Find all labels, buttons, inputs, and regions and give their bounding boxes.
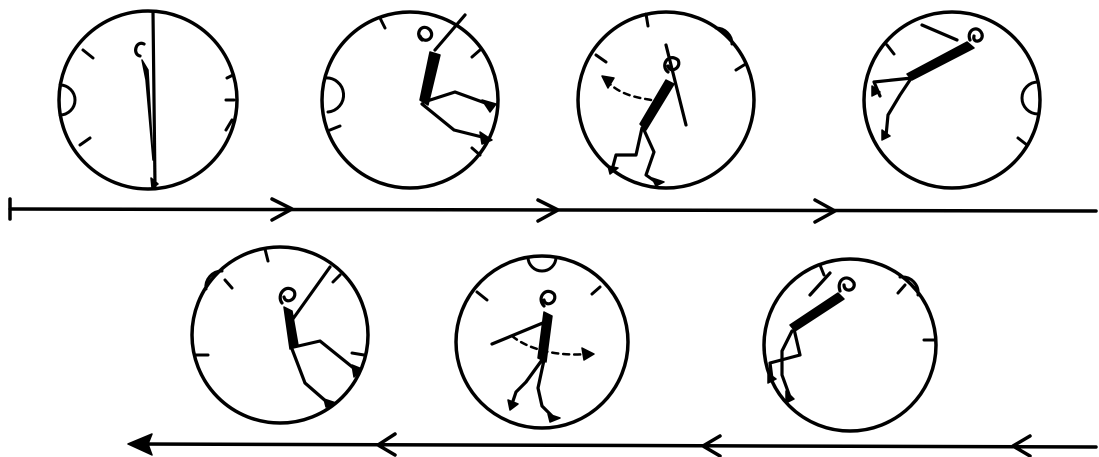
wheel-tick <box>83 50 93 58</box>
figure-torso <box>538 312 552 362</box>
wheel-frame-7 <box>764 259 936 431</box>
wheel-tick <box>352 353 364 355</box>
figure-foot <box>508 400 518 410</box>
wheel-tick <box>820 265 824 275</box>
figure-leg <box>512 360 542 404</box>
wheel-tick <box>1018 138 1027 145</box>
wheel-rim <box>192 247 368 423</box>
wheel-frame-3 <box>578 12 754 188</box>
figure-leg <box>422 104 482 137</box>
wheel-bump <box>60 85 75 115</box>
figure-leg <box>294 341 356 370</box>
figure-head <box>419 27 432 40</box>
wheel-tick <box>736 65 744 70</box>
wheel-tick <box>887 45 894 54</box>
wheel-tick <box>898 285 905 293</box>
arrowhead-left-icon <box>128 434 152 455</box>
wheel-bump <box>325 78 344 112</box>
figure-arm <box>922 25 957 40</box>
figure-head <box>280 288 295 303</box>
figure-head <box>136 43 144 56</box>
wheel-tick <box>330 126 340 130</box>
figure-head <box>839 278 854 291</box>
figure-foot <box>482 100 496 112</box>
wheel-frame-5 <box>192 247 368 423</box>
wheel-frame-2 <box>322 12 498 188</box>
figure-arm <box>810 273 830 295</box>
motion-arrow <box>608 82 651 100</box>
wheel-tick <box>227 75 233 78</box>
wheel-rim <box>764 259 936 431</box>
wheel-frame-1 <box>59 11 237 189</box>
wheel-tick <box>380 18 385 28</box>
figure-torso <box>142 60 153 160</box>
arrowhead-icon <box>602 76 614 88</box>
figure-torso <box>790 293 844 331</box>
top-row-arrow-line <box>10 199 1096 222</box>
wheel-tick <box>472 148 480 155</box>
bottom-row-arrow-line <box>128 434 1096 456</box>
wheel-frame-4 <box>864 12 1040 188</box>
figure-foot <box>652 178 664 186</box>
figure-leg <box>538 360 552 416</box>
arrowhead-icon <box>582 348 594 360</box>
figure-torso <box>640 80 674 130</box>
figure-leg <box>886 80 910 136</box>
wheel-rim <box>322 12 498 188</box>
wheel-frame-6 <box>456 256 628 428</box>
figure-torso <box>907 42 974 80</box>
wheel-bump <box>1022 82 1038 114</box>
figure-foot <box>548 414 560 422</box>
figure-head <box>969 29 982 41</box>
figure-head <box>541 291 555 306</box>
figure-leg <box>782 331 792 397</box>
wheel-tick <box>80 138 90 145</box>
figure-leg <box>424 92 488 104</box>
wheel-bump <box>528 257 556 271</box>
figure-leg <box>292 349 328 403</box>
wheel-tick <box>265 249 268 261</box>
wheel-tick <box>225 280 232 288</box>
wheel-tick <box>646 14 648 26</box>
wheel-tick <box>592 287 600 294</box>
wheel-tick <box>477 292 487 300</box>
wheel-tick <box>333 275 340 282</box>
figure-leg <box>770 329 800 379</box>
figure-leg <box>612 128 642 170</box>
wheel-tick <box>472 50 480 57</box>
wheel-tick <box>596 55 606 62</box>
figure-leg <box>644 130 656 182</box>
wheel-rim <box>578 12 754 188</box>
